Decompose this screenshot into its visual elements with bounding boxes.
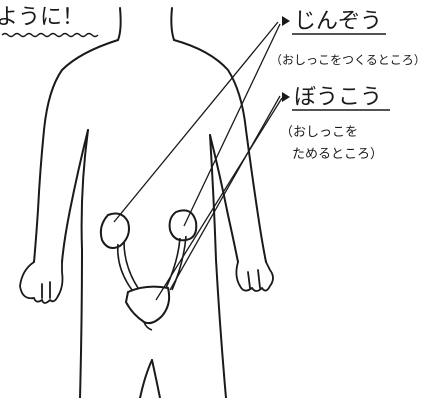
torso-left [80, 130, 88, 398]
left-arm-inner [62, 130, 88, 262]
label-bladder-desc-line1: （おしっこを [280, 125, 358, 140]
label-kidney-title: じんぞう [294, 9, 382, 34]
pointer-kidney-left [114, 22, 278, 222]
right-hand [236, 262, 273, 291]
header-fragment: ように！ [0, 5, 98, 37]
kidneys [101, 210, 196, 248]
ureters [118, 236, 186, 290]
header-text: ように！ [0, 5, 84, 30]
left-hand [20, 262, 63, 303]
pointer-lines [114, 22, 282, 300]
label-bladder: ぼうこう （おしっこを ためるところ） [280, 85, 390, 162]
leg-inner-right [152, 360, 160, 398]
neck-left [118, 8, 121, 40]
body-outline [34, 8, 266, 398]
torso-right [210, 135, 226, 398]
label-bladder-title: ぼうこう [294, 85, 382, 110]
pointer-bladder-a [170, 96, 280, 290]
right-kidney-shape [170, 210, 197, 240]
label-kidney-desc: （おしっこをつくるところ） [270, 53, 426, 67]
label-bladder-desc-line2: ためるところ） [292, 147, 383, 162]
label-kidney: じんぞう （おしっこをつくるところ） [270, 9, 426, 67]
arrow-kidney-icon [282, 16, 290, 26]
arrow-bladder-icon [282, 92, 290, 102]
bladder-shape [126, 287, 169, 323]
neck-right [171, 8, 174, 40]
wavy-underline [2, 34, 98, 37]
pointer-bladder-b [156, 98, 282, 300]
leg-inner-left [140, 360, 152, 398]
